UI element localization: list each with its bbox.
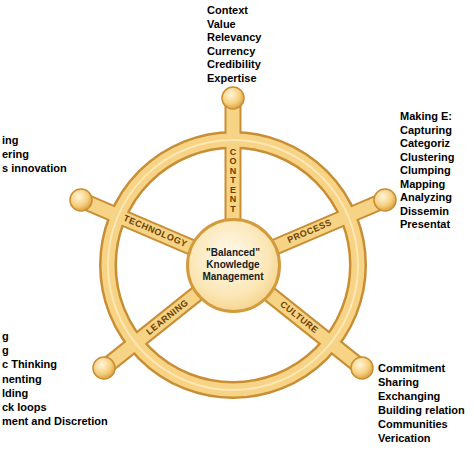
list-item: Clumping (400, 164, 451, 177)
list-item: Presentat (400, 218, 450, 231)
list-item: Communities (378, 418, 448, 431)
hub-title: "Balanced" Knowledge Management (196, 247, 270, 283)
list-item: ck loops (2, 401, 47, 414)
list-item: ering (2, 148, 29, 161)
list-item: Categoriz (400, 137, 450, 150)
list-item: g (2, 344, 9, 357)
list-item: Value (207, 18, 236, 31)
list-item: Analyzing (400, 191, 452, 204)
list-item: Commitment (378, 362, 445, 375)
spoke-label: CULTURE (277, 299, 320, 336)
list-item: Context (207, 4, 248, 17)
spoke-label: LEARNING (144, 297, 191, 337)
list-item: Making E: (400, 110, 452, 123)
list-item: Exchanging (378, 390, 440, 403)
list-item: Clustering (400, 151, 454, 164)
list-item: nenting (2, 373, 42, 386)
spoke-label: TECHNOLOGY (122, 213, 189, 250)
list-item: Sharing (378, 376, 419, 389)
list-item: Mapping (400, 178, 445, 191)
list-item: Relevancy (207, 31, 261, 44)
list-item: lding (2, 387, 28, 400)
list-item: Capturing (400, 124, 452, 137)
spoke-label: CONTENT (228, 148, 239, 214)
list-item: Building relation (378, 404, 465, 417)
hub-circle: "Balanced" Knowledge Management (186, 218, 281, 313)
list-item: ing (2, 134, 19, 147)
list-item: Expertise (207, 72, 257, 85)
list-item: Verication (378, 432, 431, 445)
list-item: Dissemin (400, 205, 449, 218)
list-item: ment and Discretion (2, 415, 108, 428)
list-item: Credibility (207, 58, 261, 71)
list-item: c Thinking (2, 358, 57, 371)
list-item: g (2, 330, 9, 343)
list-item: s innovation (2, 162, 67, 175)
list-item: Currency (207, 45, 255, 58)
